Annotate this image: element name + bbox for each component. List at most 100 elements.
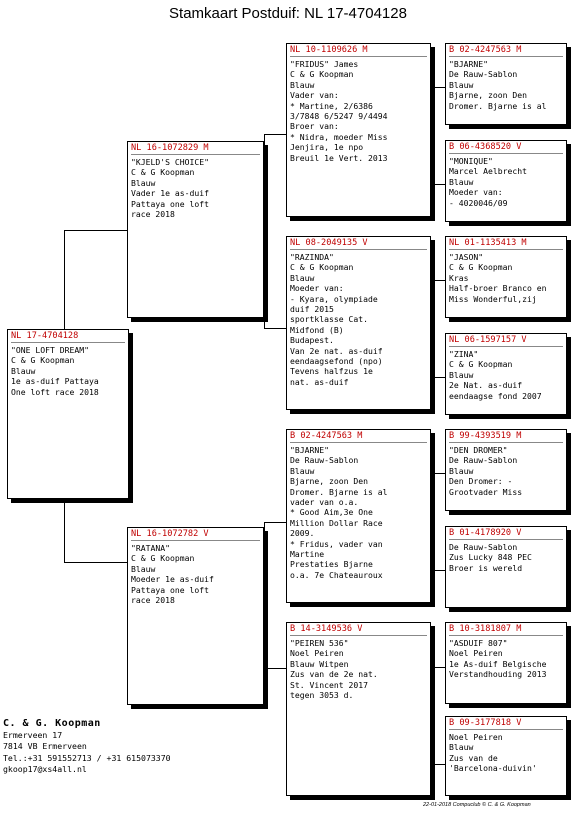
card-line: Blauw: [449, 742, 474, 753]
card-line: Budapest.: [290, 335, 334, 346]
owner-phone: Tel.:+31 591552713 / +31 615073370: [3, 752, 171, 763]
card-line: Broer van:: [290, 121, 339, 132]
card-divider: [449, 729, 563, 730]
card-line: "PEIREN 536": [290, 638, 349, 648]
ring-number: NL 17-4704128: [11, 331, 79, 341]
card-line: Martine: [290, 549, 325, 560]
ring-number: B 09-3177818 V: [449, 718, 522, 728]
card-line: 1e As-duif Belgische: [449, 658, 547, 669]
card-divider: [449, 539, 563, 540]
card-line: De Rauw-Sablon: [290, 455, 359, 466]
ring-number: B 10-3181807 M: [449, 624, 522, 634]
card-line: 1e as-duif Pattaya: [11, 376, 99, 387]
card-divider: [290, 635, 427, 636]
card-line: 2009.: [290, 528, 315, 539]
card-line: Dromer. Bjarne is al: [290, 486, 388, 497]
pedigree-card-grandmother-paternal: NL 08-2049135 V "RAZINDA" C & G Koopman …: [286, 236, 431, 410]
card-line: "FRIDUS" James: [290, 59, 359, 69]
card-line: "BJARNE": [290, 445, 329, 455]
ring-number: NL 01-1135413 M: [449, 238, 527, 248]
card-line: Den Dromer: -: [449, 476, 513, 487]
card-line: Blauw: [449, 176, 474, 187]
card-line: One loft race 2018: [11, 386, 99, 397]
card-line: Vader van:: [290, 90, 339, 101]
connector-mother-parents: [264, 522, 287, 669]
owner-address-street: Ermerveen 17: [3, 729, 63, 740]
pedigree-card-father: NL 16-1072829 M "KJELD'S CHOICE" C & G K…: [127, 141, 264, 318]
card-line: "RATANA": [131, 543, 170, 553]
card-line: Jenjira, 1e npo: [290, 142, 364, 153]
card-line: Bjarne, zoon Den: [449, 90, 527, 101]
card-line: race 2018: [131, 209, 175, 220]
card-line: C & G Koopman: [11, 355, 75, 366]
ring-number: B 02-4247563 M: [290, 431, 363, 441]
connector-ff-parents: [431, 87, 446, 185]
card-line: eendaagsefond (npo): [290, 356, 383, 367]
ring-number: B 06-4368520 V: [449, 142, 522, 152]
ring-number: B 99-4393519 M: [449, 431, 522, 441]
card-line: "JASON": [449, 252, 484, 262]
card-line: Marcel Aelbrecht: [449, 166, 527, 177]
card-line: 'Barcelona-duivin': [449, 763, 537, 774]
card-divider: [449, 56, 563, 57]
card-divider: [449, 249, 563, 250]
card-line: C & G Koopman: [449, 262, 513, 273]
card-divider: [449, 153, 563, 154]
card-divider: [290, 56, 427, 57]
pedigree-card-grandfather-paternal: NL 10-1109626 M "FRIDUS" James C & G Koo…: [286, 43, 431, 217]
card-line: Miss Wonderful,zij: [449, 293, 537, 304]
card-line: "BJARNE": [449, 59, 488, 69]
card-line: C & G Koopman: [290, 262, 354, 273]
card-line: Pattaya one loft: [131, 584, 209, 595]
card-line: vader van o.a.: [290, 497, 359, 508]
card-line: race 2018: [131, 595, 175, 606]
card-line: Midfond (B): [290, 324, 344, 335]
card-line: Million Dollar Race: [290, 517, 383, 528]
ring-number: B 02-4247563 M: [449, 45, 522, 55]
card-line: Zus van de 2e nat.: [290, 669, 378, 680]
card-line: duif 2015: [290, 304, 334, 315]
card-line: * Good Aim,3e One: [290, 507, 373, 518]
ring-number: NL 16-1072829 M: [131, 143, 209, 153]
card-line: Noel Peiren: [449, 648, 503, 659]
card-line: eendaagse fond 2007: [449, 390, 542, 401]
card-line: - Kyara, olympiade: [290, 293, 378, 304]
footer-credit: 22-01-2018 Compuclub © C. & G. Koopman: [423, 802, 531, 808]
card-line: "RAZINDA": [290, 252, 334, 262]
card-line: Noel Peiren: [290, 648, 344, 659]
page-title: Stamkaart Postduif: NL 17-4704128: [169, 5, 407, 22]
card-line: Blauw: [131, 177, 156, 188]
card-line: Blauw: [290, 465, 315, 476]
ring-number: NL 10-1109626 M: [290, 45, 368, 55]
card-line: C & G Koopman: [131, 553, 195, 564]
pedigree-card-ggm-1: B 06-4368520 V "MONIQUE" Marcel Aelbrech…: [445, 140, 567, 222]
card-line: C & G Koopman: [131, 167, 195, 178]
ring-number: B 14-3149536 V: [290, 624, 363, 634]
card-line: "DEN DROMER": [449, 445, 508, 455]
owner-info: C. & G. Koopman Ermerveen 17 7814 VB Erm…: [3, 718, 171, 776]
pedigree-card-ggf-3: B 99-4393519 M "DEN DROMER" De Rauw-Sabl…: [445, 429, 567, 511]
pedigree-card-grandmother-maternal: B 14-3149536 V "PEIREN 536" Noel Peiren …: [286, 622, 431, 796]
card-divider: [11, 342, 125, 343]
pedigree-card-ggm-3: B 01-4178920 V De Rauw-Sablon Zus Lucky …: [445, 526, 567, 608]
card-divider: [131, 154, 260, 155]
card-divider: [449, 635, 563, 636]
pedigree-card-ggf-4: B 10-3181807 M "ASDUIF 807" Noel Peiren …: [445, 622, 567, 704]
card-line: Kras: [449, 272, 469, 283]
card-line: Grootvader Miss: [449, 486, 523, 497]
card-line: Dromer. Bjarne is al: [449, 100, 547, 111]
card-line: sportklasse Cat.: [290, 314, 368, 325]
card-line: tegen 3053 d.: [290, 690, 354, 701]
card-line: Moeder van:: [290, 283, 344, 294]
card-line: Broer is wereld: [449, 562, 523, 573]
ring-number: NL 06-1597157 V: [449, 335, 527, 345]
card-line: Noel Peiren: [449, 732, 503, 742]
card-line: Zus van de: [449, 752, 498, 763]
card-line: "MONIQUE": [449, 156, 493, 166]
card-line: C & G Koopman: [449, 359, 513, 370]
card-line: Moeder 1e as-duif: [131, 574, 214, 585]
card-line: St. Vincent 2017: [290, 679, 368, 690]
ring-number: NL 08-2049135 V: [290, 238, 368, 248]
card-line: Verstandhouding 2013: [449, 669, 547, 680]
card-line: Prestaties Bjarne: [290, 559, 373, 570]
